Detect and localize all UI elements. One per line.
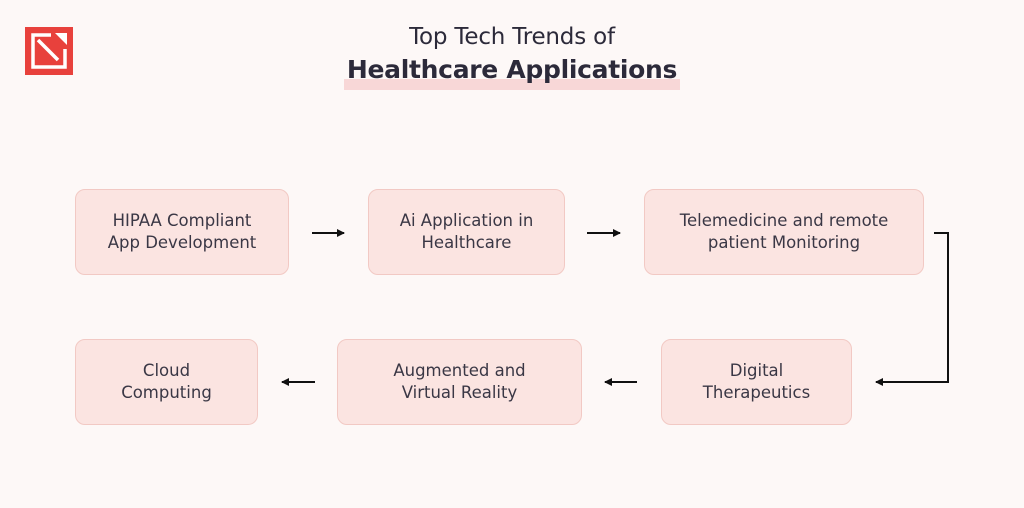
step-label: Digital Therapeutics xyxy=(702,361,811,402)
page-subtitle: Healthcare Applications xyxy=(346,55,678,84)
step-augmented-virtual-reality: Augmented and Virtual Reality xyxy=(337,339,582,425)
brand-logo-icon xyxy=(25,27,73,75)
step-digital-therapeutics: Digital Therapeutics xyxy=(661,339,852,425)
page-title: Top Tech Trends of xyxy=(409,24,615,50)
step-label: HIPAA Compliant App Development xyxy=(107,211,257,252)
step-hipaa-compliant-app-development: HIPAA Compliant App Development xyxy=(75,189,289,275)
step-label: Telemedicine and remote patient Monitori… xyxy=(679,211,889,252)
title-highlight xyxy=(344,79,680,90)
step-label: Ai Application in Healthcare xyxy=(399,211,534,252)
step-label: Cloud Computing xyxy=(121,361,212,402)
arrow-elbow-icon xyxy=(875,232,949,386)
step-cloud-computing: Cloud Computing xyxy=(75,339,258,425)
step-label: Augmented and Virtual Reality xyxy=(393,361,526,402)
step-ai-application-in-healthcare: Ai Application in Healthcare xyxy=(368,189,565,275)
step-telemedicine-remote-monitoring: Telemedicine and remote patient Monitori… xyxy=(644,189,924,275)
